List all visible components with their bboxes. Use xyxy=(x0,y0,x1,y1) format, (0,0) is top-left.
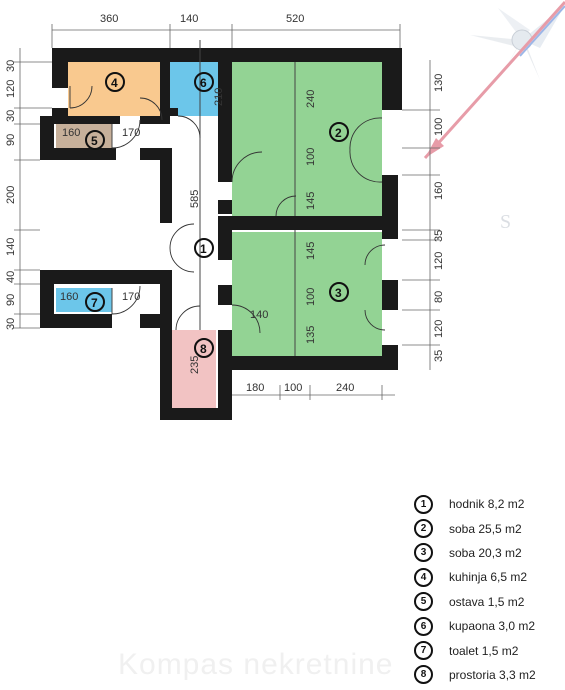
svg-text:2: 2 xyxy=(335,126,342,140)
dim-left-30a: 30 xyxy=(5,60,17,72)
dimension-lines xyxy=(14,24,440,400)
dim-left-90b: 90 xyxy=(5,294,17,306)
dim-right-100: 100 xyxy=(433,118,445,136)
legend-label: toalet 1,5 m2 xyxy=(449,643,519,658)
dim-right-120a: 120 xyxy=(433,252,445,270)
legend-number: 3 xyxy=(414,543,433,563)
dim-right-130: 130 xyxy=(433,74,445,92)
dim-r3-135: 135 xyxy=(305,326,317,344)
svg-text:5: 5 xyxy=(91,134,98,148)
dim-210: 210 xyxy=(213,88,225,106)
legend-label: soba 25,5 m2 xyxy=(449,521,522,536)
legend-item-6: 6 kupaona 3,0 m2 xyxy=(414,614,564,638)
walls xyxy=(40,48,402,420)
dim-160b: 160 xyxy=(60,291,78,303)
dim-right-80: 80 xyxy=(433,291,445,303)
legend-item-4: 4 kuhinja 6,5 m2 xyxy=(414,565,564,589)
compass-icon: S xyxy=(423,0,565,233)
legend-label: kuhinja 6,5 m2 xyxy=(449,570,528,585)
legend-label: prostoria 3,3 m2 xyxy=(449,667,536,682)
room-badge-1: 1 xyxy=(194,238,214,258)
legend-number: 7 xyxy=(414,641,433,661)
dim-170a: 170 xyxy=(122,127,140,139)
svg-text:3: 3 xyxy=(335,286,342,300)
svg-text:8: 8 xyxy=(200,342,207,356)
room-badge-4: 4 xyxy=(105,72,125,92)
legend-item-8: 8 prostoria 3,3 m2 xyxy=(414,663,564,687)
legend-number: 8 xyxy=(414,665,433,685)
dim-r2-240: 240 xyxy=(305,90,317,108)
room-legend: 1 hodnik 8,2 m2 2 soba 25,5 m2 3 soba 20… xyxy=(414,492,564,687)
dim-left-140: 140 xyxy=(5,238,17,256)
dim-right-35a: 35 xyxy=(433,230,445,242)
dim-170b: 170 xyxy=(122,291,140,303)
dim-top-360: 360 xyxy=(100,13,118,25)
legend-item-3: 3 soba 20,3 m2 xyxy=(414,541,564,565)
legend-number: 2 xyxy=(414,519,433,539)
legend-item-2: 2 soba 25,5 m2 xyxy=(414,516,564,540)
room-badge-2: 2 xyxy=(329,122,349,142)
floor-plan: S xyxy=(5,0,565,420)
dim-left-40: 40 xyxy=(5,271,17,283)
legend-number: 6 xyxy=(414,616,433,636)
legend-label: hodnik 8,2 m2 xyxy=(449,497,525,512)
svg-text:6: 6 xyxy=(200,76,207,90)
dim-r3-145: 145 xyxy=(305,242,317,260)
dim-r2-100: 100 xyxy=(305,148,317,166)
dim-140: 140 xyxy=(250,309,268,321)
room-badge-8: 8 xyxy=(194,338,214,358)
dim-top-140: 140 xyxy=(180,13,198,25)
room-badge-7: 7 xyxy=(85,292,105,312)
room-8-fill xyxy=(172,330,216,408)
room-4-fill xyxy=(68,62,166,116)
room-3-fill xyxy=(232,232,382,356)
dim-left-200: 200 xyxy=(5,186,17,204)
dim-right-35b: 35 xyxy=(433,350,445,362)
dim-left-90a: 90 xyxy=(5,134,17,146)
legend-label: soba 20,3 m2 xyxy=(449,545,522,560)
room-badge-3: 3 xyxy=(329,282,349,302)
room-2-fill xyxy=(232,62,382,216)
svg-text:7: 7 xyxy=(91,296,98,310)
dim-right-120b: 120 xyxy=(433,320,445,338)
dim-left-30c: 30 xyxy=(5,318,17,330)
dim-right-160: 160 xyxy=(433,182,445,200)
legend-number: 5 xyxy=(414,592,433,612)
dim-top-520: 520 xyxy=(286,13,304,25)
dim-bottom-100: 100 xyxy=(284,382,302,394)
legend-item-7: 7 toalet 1,5 m2 xyxy=(414,638,564,662)
room-badge-6: 6 xyxy=(194,72,214,92)
legend-item-1: 1 hodnik 8,2 m2 xyxy=(414,492,564,516)
partition-lines xyxy=(111,40,296,356)
dim-left-30b: 30 xyxy=(5,110,17,122)
legend-label: kupaona 3,0 m2 xyxy=(449,619,536,634)
room-badge-5: 5 xyxy=(85,130,105,150)
legend-number: 1 xyxy=(414,494,433,514)
dim-left-120: 120 xyxy=(5,80,17,98)
dim-bottom-180: 180 xyxy=(246,382,264,394)
svg-text:4: 4 xyxy=(111,76,118,90)
svg-text:1: 1 xyxy=(200,242,207,256)
dim-585: 585 xyxy=(189,190,201,208)
dim-r3-100: 100 xyxy=(305,288,317,306)
door-swings xyxy=(69,85,386,334)
dim-160a: 160 xyxy=(62,127,80,139)
legend-label: ostava 1,5 m2 xyxy=(449,594,525,609)
dim-235: 235 xyxy=(189,356,201,374)
dim-bottom-240: 240 xyxy=(336,382,354,394)
legend-item-5: 5 ostava 1,5 m2 xyxy=(414,590,564,614)
watermark: Kompas nekretnine xyxy=(118,648,394,681)
compass-letter: S xyxy=(500,211,511,233)
legend-number: 4 xyxy=(414,567,433,587)
dim-r2-145: 145 xyxy=(305,192,317,210)
